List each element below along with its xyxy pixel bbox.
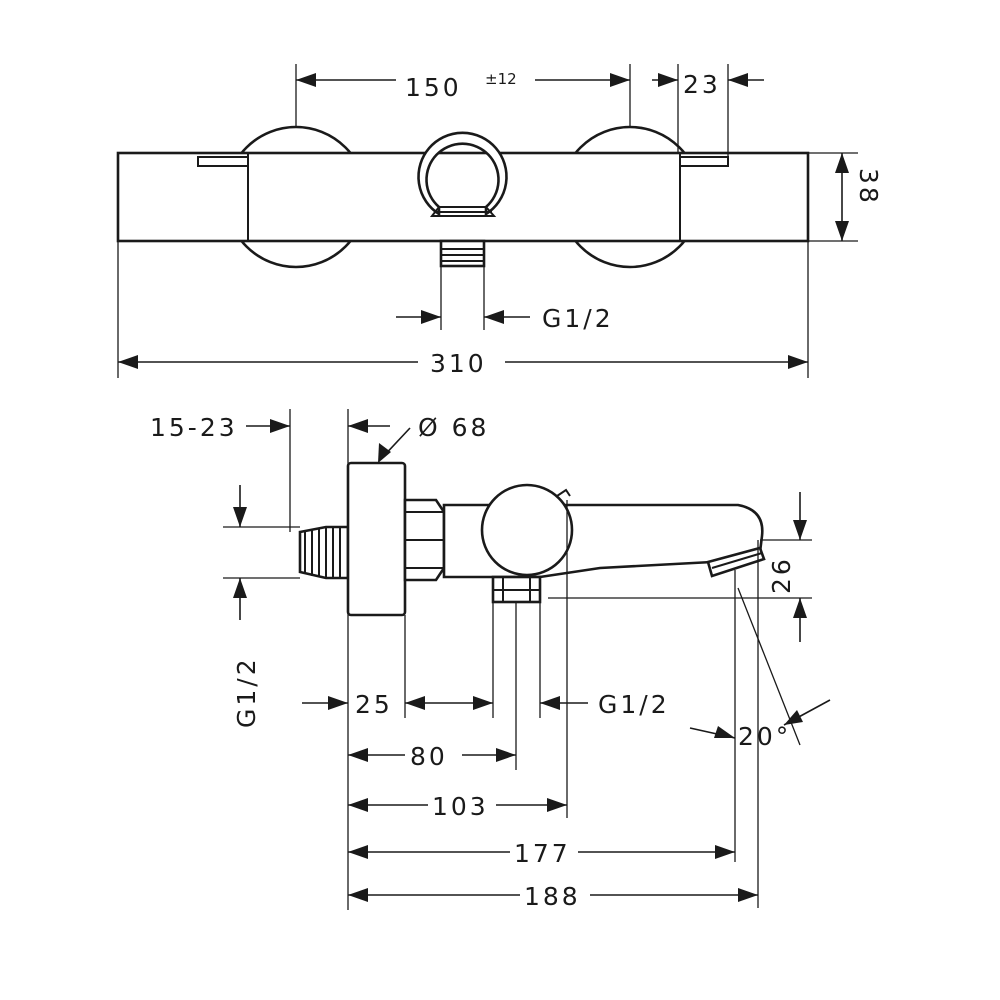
hose-connector (417, 131, 508, 268)
mixer-body (442, 483, 766, 579)
dim-spout-height: 26 (767, 556, 796, 594)
dim-outlet-thread: G1/2 (542, 304, 614, 333)
dim-inlet-thread: G1/2 (232, 656, 261, 728)
side-view: 15-23 Ø 68 G1/2 25 G1/2 80 (150, 409, 831, 911)
dim-spacing-tolerance: ±12 (485, 70, 517, 88)
control-knob (480, 483, 574, 577)
dim-spout-reach: 177 (514, 839, 571, 868)
dim-eccentric-range: 15-23 (150, 413, 238, 442)
right-handle-grip (679, 156, 729, 167)
dim-height: 38 (854, 168, 883, 206)
dim-outlet-thread: G1/2 (598, 690, 670, 719)
dim-handle-offset: 23 (683, 70, 721, 99)
thermostat-body (116, 151, 810, 243)
bottom-outlet-nut (491, 575, 542, 604)
dim-overall-depth: 188 (524, 882, 581, 911)
hex-nut (403, 498, 446, 582)
inlet-union (298, 525, 350, 580)
wall-rosette (346, 461, 407, 617)
dim-outlet-offset: 80 (410, 742, 448, 771)
dim-body-depth: 103 (432, 792, 489, 821)
dim-overall-width: 310 (430, 349, 487, 378)
left-rosette (239, 125, 353, 269)
dim-rosette-depth: 25 (355, 690, 393, 719)
dim-rosette-diameter: Ø 68 (418, 413, 489, 442)
dim-spacing: 150 (405, 73, 462, 102)
top-view: 150 ±12 23 38 G1/2 310 (116, 64, 883, 378)
dim-spout-angle: 20° (738, 722, 791, 751)
left-handle-grip (197, 156, 249, 167)
